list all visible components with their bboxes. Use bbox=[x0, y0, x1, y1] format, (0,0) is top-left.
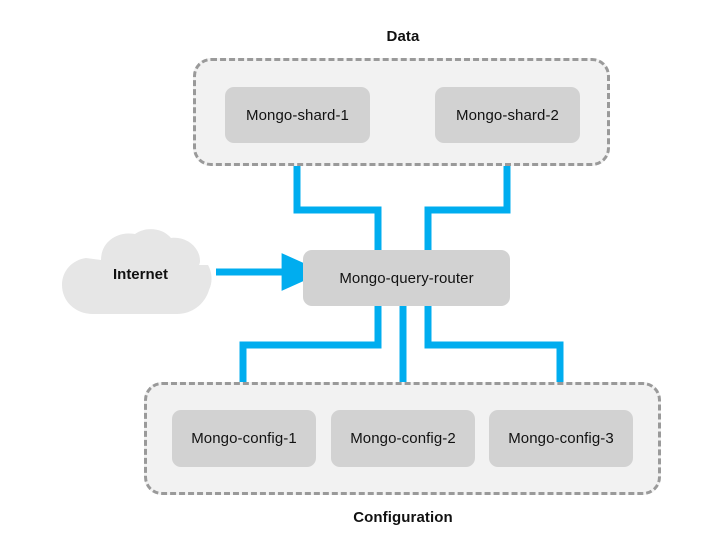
configuration-group-label: Configuration bbox=[353, 509, 453, 526]
link-router-to-config-3 bbox=[424, 306, 564, 410]
link-router-to-config-1 bbox=[239, 306, 382, 410]
node-mongo-shard-2[interactable]: Mongo-shard-2 bbox=[435, 87, 580, 143]
cloud-icon bbox=[62, 229, 212, 314]
node-mongo-config-2[interactable]: Mongo-config-2 bbox=[331, 410, 475, 467]
link-router-to-shard-1 bbox=[293, 142, 382, 250]
data-group-label: Data bbox=[386, 28, 420, 45]
node-mongo-shard-1[interactable]: Mongo-shard-1 bbox=[225, 87, 370, 143]
node-mongo-config-3[interactable]: Mongo-config-3 bbox=[489, 410, 633, 467]
node-mongo-config-1[interactable]: Mongo-config-1 bbox=[172, 410, 316, 467]
internet-cloud[interactable]: Internet bbox=[60, 228, 215, 320]
link-router-to-shard-2 bbox=[424, 142, 511, 250]
node-mongo-query-router[interactable]: Mongo-query-router bbox=[303, 250, 510, 306]
